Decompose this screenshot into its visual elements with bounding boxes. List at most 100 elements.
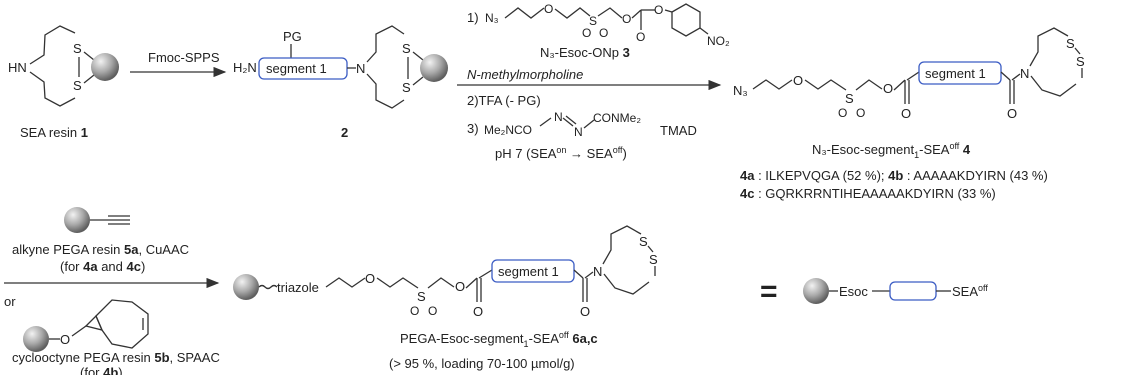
- atom-o: O: [544, 2, 553, 16]
- note-text: ): [141, 259, 145, 274]
- atom-o: O: [901, 106, 911, 121]
- atom-o: O: [365, 271, 375, 286]
- atom-n: N: [356, 61, 365, 76]
- atom-o: O: [793, 73, 803, 88]
- sea-off: off: [613, 145, 623, 155]
- variant-text: : AAAAAKDYIRN (43 %): [903, 168, 1048, 183]
- product-name: PEGA-Esoc-segment: [400, 331, 524, 346]
- atom-hn: HN: [8, 60, 27, 75]
- legend: = Esoc SEAoff: [760, 275, 988, 308]
- svg-text:pH 7 (SEAon → SEAoff): pH 7 (SEAon → SEAoff): [495, 145, 627, 161]
- atom-n: N: [1020, 66, 1029, 81]
- variant-text: : GQRKRRNTIHEAAAAAKDYIRN (33 %): [754, 186, 995, 201]
- atom-o: O: [582, 26, 591, 40]
- tmad-left: Me₂NCO: [484, 123, 532, 137]
- sea-arrow: → SEA: [566, 146, 613, 161]
- svg-text:(for 4b): (for 4b): [80, 365, 123, 375]
- note-compound: 4a: [83, 259, 98, 274]
- sea-superscript: off: [978, 283, 988, 293]
- name-superscript: off: [949, 141, 959, 151]
- atom-s: S: [417, 289, 426, 304]
- atom-no2: NO₂: [707, 34, 730, 48]
- compound-name: SEA resin: [20, 125, 81, 140]
- segment-label: segment 1: [498, 264, 559, 279]
- atom-s: S: [649, 252, 658, 267]
- atom-o: O: [473, 304, 483, 319]
- step-number: 3): [467, 121, 479, 136]
- resin-bead: [64, 207, 90, 233]
- segment-label: segment 1: [266, 61, 327, 76]
- atom-s: S: [402, 80, 411, 95]
- atom-h2n: H₂N: [233, 60, 257, 75]
- resin-bead: [420, 54, 448, 82]
- variant-id: 4b: [888, 168, 903, 183]
- base-label: N-methylmorpholine: [467, 67, 583, 82]
- reagent-name: N₃-Esoc-ONp: [540, 45, 623, 60]
- resin-bead: [233, 274, 259, 300]
- route-number: 5b: [154, 350, 169, 365]
- atom-o: O: [1007, 106, 1017, 121]
- note-compound: 4b: [103, 365, 118, 375]
- route-suffix: , SPAAC: [170, 350, 220, 365]
- compound-number: 2: [341, 125, 348, 140]
- step-line: 2)TFA (- PG): [467, 93, 541, 108]
- or-label: or: [4, 294, 16, 309]
- tmad-name: TMAD: [660, 123, 697, 138]
- equals-sign: =: [760, 275, 778, 308]
- note-text: ): [118, 365, 122, 375]
- protecting-group: PG: [283, 29, 302, 44]
- tmad-right: CONMe₂: [593, 111, 641, 125]
- svg-text:(for 4a and 4c): (for 4a and 4c): [60, 259, 145, 274]
- route-label: alkyne PEGA resin: [12, 242, 124, 257]
- atom-o: O: [599, 26, 608, 40]
- svg-text:4a : ILKEPVQGA (52 %); 4b : AA: 4a : ILKEPVQGA (52 %); 4b : AAAAAKDYIRN …: [740, 168, 1048, 183]
- atom-s: S: [402, 41, 411, 56]
- route-b: O cyclooctyne PEGA resin 5b, SPAAC (for …: [12, 299, 220, 375]
- atom-s: S: [845, 91, 854, 106]
- yield-label: (> 95 %, loading 70-100 µmol/g): [389, 356, 575, 371]
- variant-id: 4c: [740, 186, 754, 201]
- atom-s: S: [639, 234, 648, 249]
- route-label: cyclooctyne PEGA resin: [12, 350, 154, 365]
- atom-n3: N₃: [733, 83, 748, 98]
- atom-o: O: [654, 3, 663, 17]
- atom-o: O: [580, 304, 590, 319]
- triazole-label: triazole: [277, 280, 319, 295]
- reagent-number: 3: [623, 45, 630, 60]
- svg-text:N₃-Esoc-ONp 3: N₃-Esoc-ONp 3: [540, 45, 630, 60]
- name-superscript: off: [559, 330, 569, 340]
- name-mid: -SEA: [919, 142, 950, 157]
- atom-o: O: [622, 12, 631, 26]
- sea-resin-1: HN S S SEA resin 1: [8, 25, 119, 140]
- note-text: (for: [80, 365, 103, 375]
- segment-box: [918, 61, 1002, 85]
- arrow-fmoc-spps: Fmoc-SPPS: [130, 50, 227, 78]
- resin-bead: [91, 53, 119, 81]
- atom-o: O: [410, 304, 419, 318]
- atom-o: O: [883, 81, 893, 96]
- product-6: triazole O S O O O O segment 1 O N S S P…: [233, 225, 658, 371]
- svg-text:SEAoff: SEAoff: [952, 283, 988, 299]
- atom-o: O: [60, 332, 70, 347]
- name-subscript: 1: [524, 339, 529, 349]
- route-suffix: , CuAAC: [138, 242, 189, 257]
- atom-o: O: [428, 304, 437, 318]
- atom-s: S: [73, 41, 82, 56]
- product-4: N₃ O S O O O O segment 1 O N S S N₃-Esoc…: [733, 27, 1085, 201]
- route-number: 5a: [124, 242, 139, 257]
- resin-bead: [23, 326, 49, 352]
- atom-s: S: [589, 14, 597, 28]
- atom-s: S: [73, 78, 82, 93]
- note-text: (for: [60, 259, 83, 274]
- product-name: N₃-Esoc-segment: [812, 142, 914, 157]
- variant-text: : ILKEPVQGA (52 %);: [754, 168, 888, 183]
- segment-box: [491, 259, 575, 283]
- name-mid: -SEA: [529, 331, 560, 346]
- sea-label: SEA: [952, 284, 978, 299]
- step-number: 1): [467, 10, 479, 25]
- step-label: Fmoc-SPPS: [148, 50, 220, 65]
- route-a: alkyne PEGA resin 5a, CuAAC (for 4a and …: [12, 207, 189, 274]
- variant-id: 4a: [740, 168, 755, 183]
- atom-s: S: [1066, 36, 1075, 51]
